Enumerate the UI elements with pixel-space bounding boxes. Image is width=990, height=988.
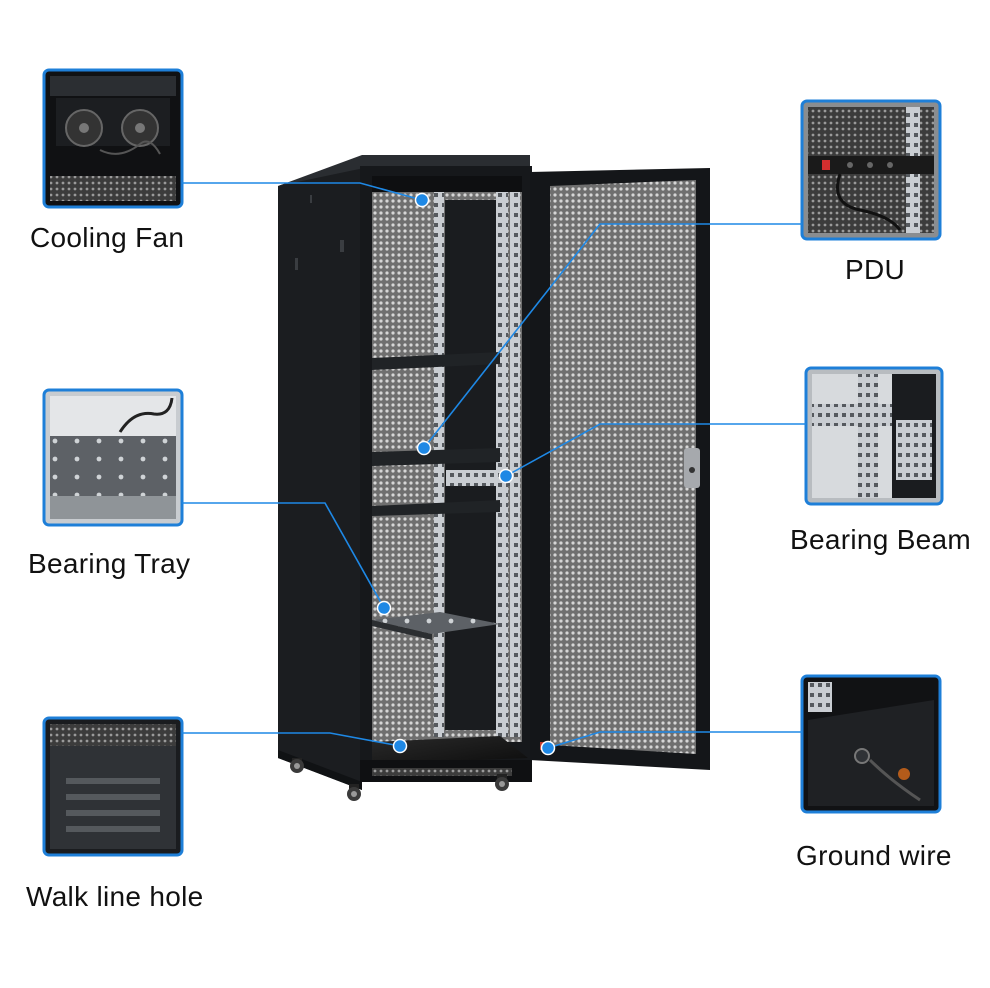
label-cooling-fan: Cooling Fan	[30, 222, 185, 253]
server-cabinet	[278, 155, 532, 801]
pointer-dots	[376, 192, 556, 756]
line-bearing-beam	[505, 423, 806, 477]
label-bearing-tray: Bearing Tray	[28, 548, 191, 579]
cabinet-floor	[372, 736, 528, 764]
bearing-beam-bracket	[446, 470, 516, 486]
inset-cooling-fan	[42, 68, 184, 209]
cabinet-rail-right	[496, 185, 508, 737]
bearing-tray-shelf	[372, 612, 500, 634]
line-bearing-tray	[182, 502, 385, 609]
cabinet-rail-far-right	[510, 185, 520, 737]
inset-ground-wire	[800, 674, 942, 814]
blue-dot-icon	[498, 468, 514, 484]
blue-dot-icon	[540, 740, 556, 756]
inset-bearing-tray	[42, 388, 184, 527]
cabinet-top	[278, 155, 530, 186]
blue-dot-icon	[416, 440, 432, 456]
inset-pdu	[800, 99, 942, 241]
label-bearing-beam: Bearing Beam	[790, 524, 972, 555]
cabinet-door	[530, 168, 710, 770]
line-pdu	[423, 223, 802, 449]
blue-dot-icon	[414, 192, 430, 208]
blue-dot-icon	[376, 600, 392, 616]
label-ground-wire: Ground wire	[796, 840, 952, 871]
label-walk-line-hole: Walk line hole	[26, 881, 204, 912]
inset-walk-line-hole	[42, 716, 184, 857]
line-cooling-fan	[182, 182, 423, 201]
door-mesh	[550, 180, 696, 754]
label-pdu: PDU	[845, 254, 906, 285]
callout-lines	[182, 182, 806, 749]
line-ground-wire	[547, 731, 802, 749]
shelf-1	[372, 352, 500, 370]
shelf-3	[372, 500, 500, 516]
line-walk-line-hole	[182, 732, 401, 747]
caster-wheels	[290, 758, 509, 801]
inset-bearing-beam	[804, 366, 944, 506]
blue-dot-icon	[392, 738, 408, 754]
shelf-2	[372, 448, 500, 466]
cabinet-side-panel	[278, 157, 362, 790]
